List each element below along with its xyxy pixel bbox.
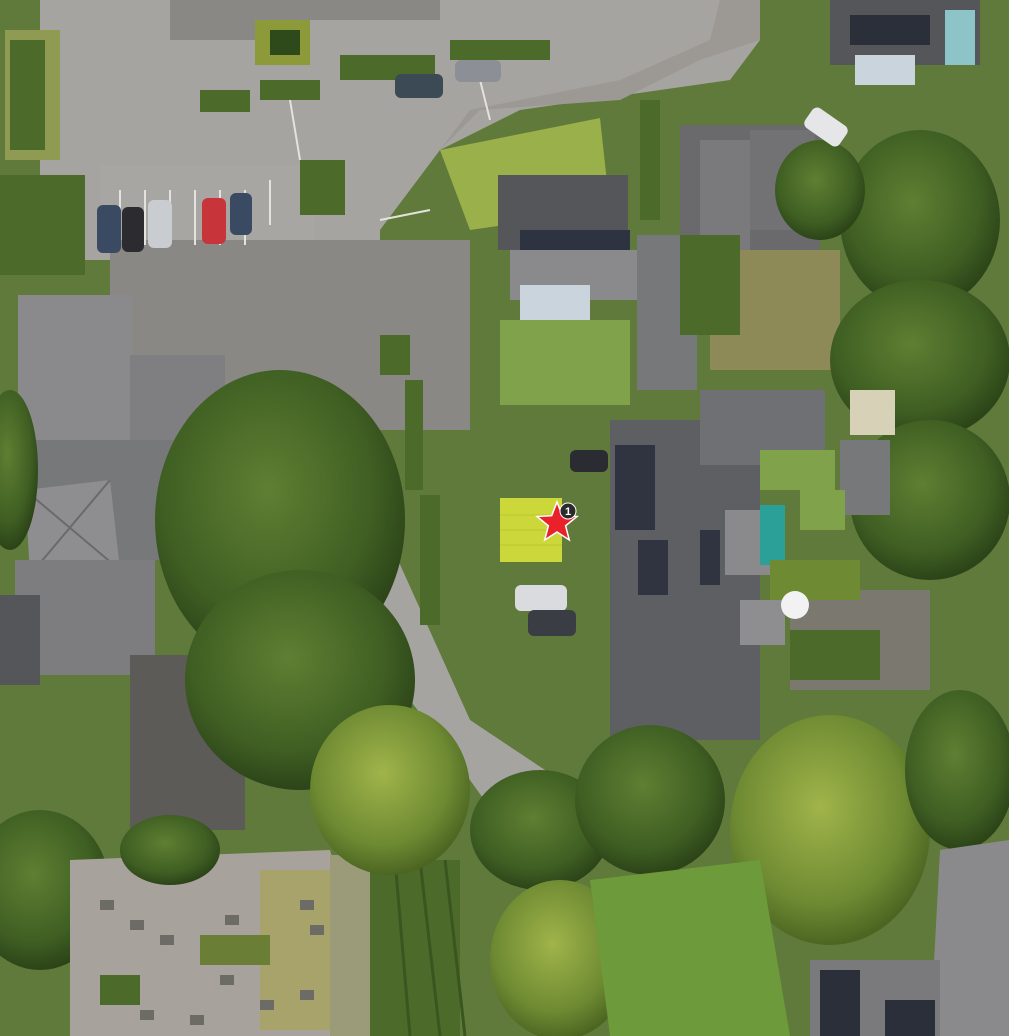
building-right	[610, 390, 930, 740]
garden	[10, 40, 45, 150]
cars	[97, 60, 848, 636]
tree	[310, 705, 470, 875]
hedge	[200, 935, 270, 965]
building-bottom-right	[810, 840, 1009, 1036]
shrubs	[200, 40, 740, 625]
tree	[730, 715, 930, 945]
tree	[0, 390, 38, 550]
garden	[270, 30, 300, 55]
marker-label: 1	[565, 506, 571, 518]
house-corner	[830, 0, 980, 85]
hedge-lines	[393, 859, 467, 1036]
street-edge	[440, 0, 760, 150]
hedge	[100, 975, 140, 1005]
tree	[840, 130, 1000, 310]
hedge-rows	[370, 860, 460, 1036]
tree	[905, 690, 1009, 850]
tree	[120, 815, 220, 885]
house-center-top	[440, 118, 697, 405]
marker-badge	[559, 502, 577, 520]
lawn	[590, 860, 790, 1036]
tree	[490, 880, 630, 1036]
location-marker[interactable]: 1	[535, 499, 579, 542]
tree	[575, 725, 725, 875]
garden	[0, 175, 85, 275]
roof	[310, 0, 440, 20]
tree	[775, 140, 865, 240]
